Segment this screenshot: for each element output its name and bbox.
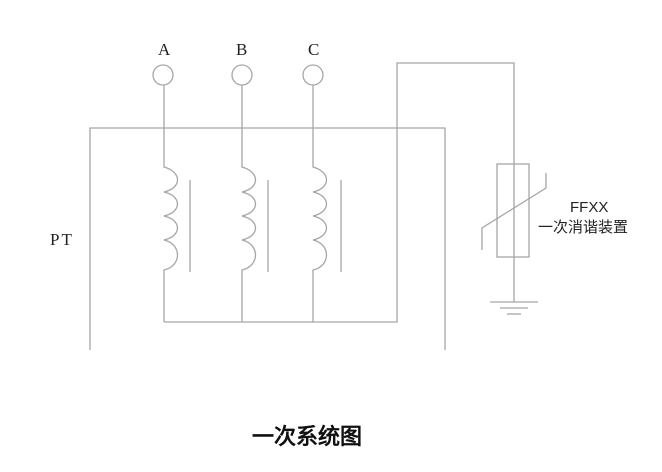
pt-enclosure: [89, 127, 446, 350]
device-model-label: FFXX: [570, 199, 608, 216]
phase-b-terminal: [231, 64, 253, 86]
phase-b-coil: [241, 85, 257, 322]
phase-c-label: C: [308, 40, 319, 59]
phase-c-winding: C: [302, 40, 342, 322]
device-name-label: 一次消谐装置: [538, 219, 628, 236]
phase-a-coil: [163, 85, 179, 322]
phase-c-coil: [312, 85, 328, 322]
ground-icon: [490, 301, 538, 315]
arrester-body: [496, 163, 530, 258]
neutral-bus: [164, 62, 515, 323]
phase-b-winding: B: [231, 40, 269, 322]
phase-c-terminal: [302, 64, 324, 86]
phase-a-label: A: [158, 40, 171, 59]
phase-a-winding: A: [152, 40, 191, 322]
diagram-title: 一次系统图: [252, 424, 362, 450]
phase-b-label: B: [236, 40, 247, 59]
phase-a-terminal: [152, 64, 174, 86]
varistor-curve: [481, 173, 547, 250]
pt-label: PT: [50, 230, 74, 249]
harmonic-eliminator-symbol: [481, 163, 547, 302]
